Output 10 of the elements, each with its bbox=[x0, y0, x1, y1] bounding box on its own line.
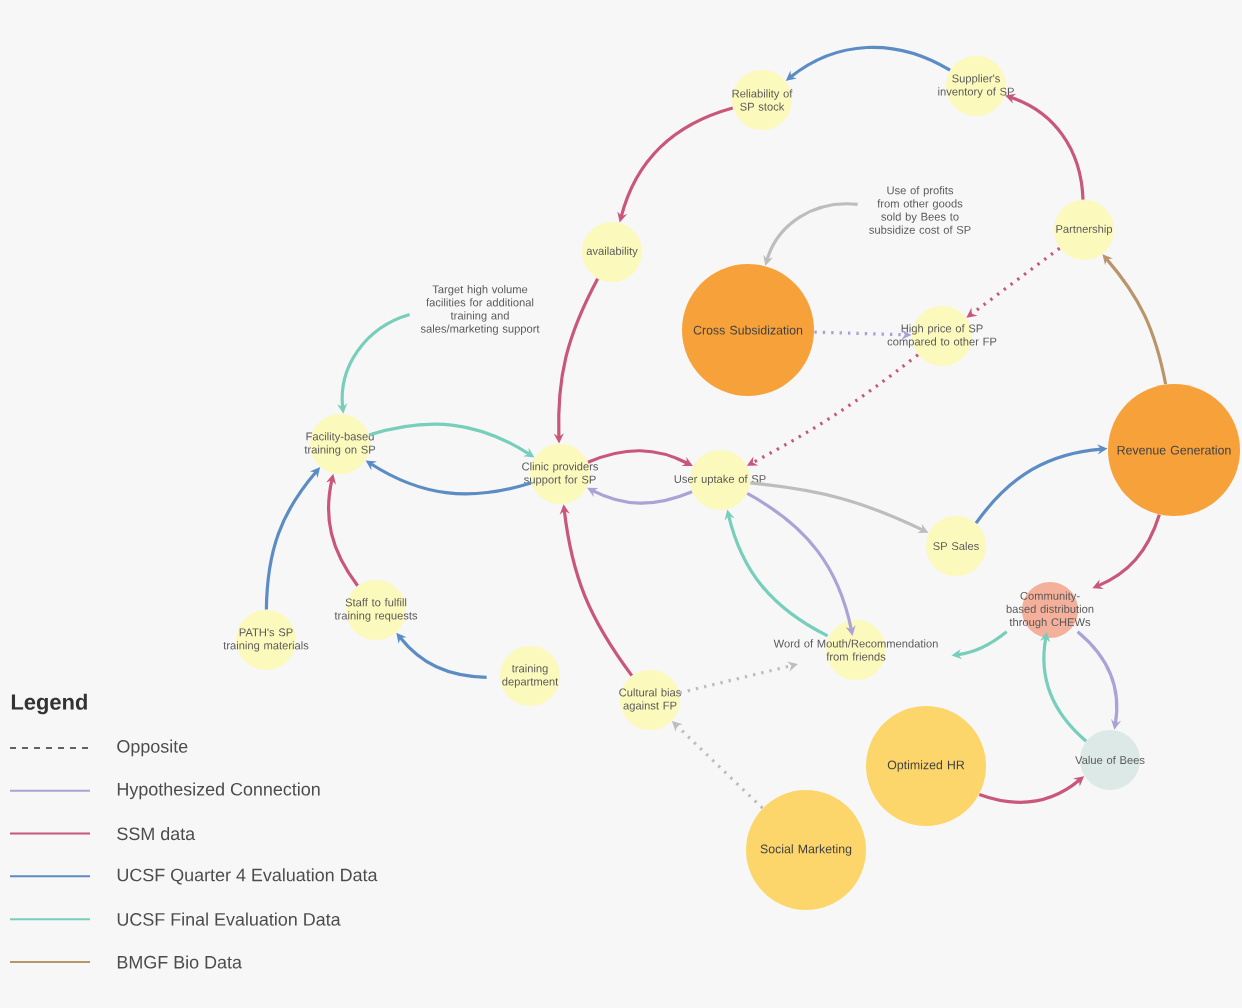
legend-label: UCSF Final Evaluation Data bbox=[117, 912, 341, 926]
arrow bbox=[1102, 254, 1168, 385]
legend-heading: Legend bbox=[11, 693, 87, 715]
legend-label: Hypothesized Connection bbox=[117, 782, 320, 800]
arrow bbox=[587, 487, 693, 505]
arrow bbox=[587, 449, 693, 467]
legend-label: SSM data bbox=[117, 827, 196, 841]
legend-label: BMGF Bio Data bbox=[117, 955, 242, 969]
legend-label: Opposite bbox=[117, 739, 188, 757]
legend-label: UCSF Quarter 4 Evaluation Data bbox=[117, 868, 378, 885]
